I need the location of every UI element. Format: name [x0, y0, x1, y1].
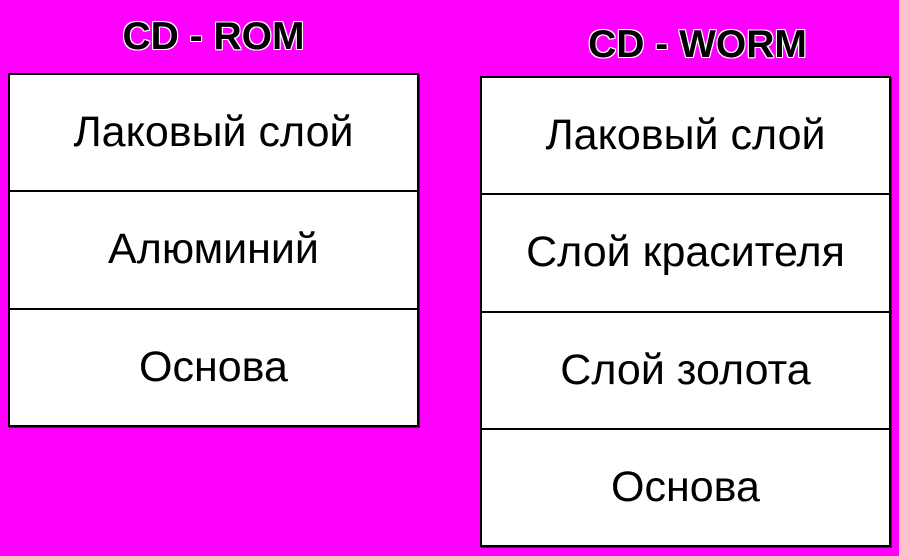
layer-label: Слой красителя: [526, 228, 845, 277]
layer-label: Основа: [139, 342, 288, 391]
cd-rom-layer-row: Алюминий: [10, 192, 417, 310]
cd-worm-title: CD - WORM: [588, 23, 807, 66]
cd-rom-layer-row: Основа: [10, 310, 417, 425]
layer-label: Слой золота: [560, 345, 811, 394]
cd-worm-layer-row: Основа: [482, 430, 889, 545]
cd-worm-diagram: Лаковый слой Слой красителя Слой золота …: [480, 76, 891, 547]
cd-rom-diagram: Лаковый слой Алюминий Основа: [8, 73, 419, 427]
layer-label: Алюминий: [108, 225, 319, 274]
cd-worm-layer-row: Слой красителя: [482, 195, 889, 313]
cd-worm-layer-row: Лаковый слой: [482, 78, 889, 196]
cd-rom-title: CD - ROM: [122, 15, 305, 58]
layer-label: Лаковый слой: [73, 108, 354, 157]
cd-worm-layer-row: Слой золота: [482, 313, 889, 430]
layer-label: Лаковый слой: [545, 111, 826, 160]
layer-label: Основа: [611, 462, 760, 511]
cd-rom-layer-row: Лаковый слой: [10, 75, 417, 193]
